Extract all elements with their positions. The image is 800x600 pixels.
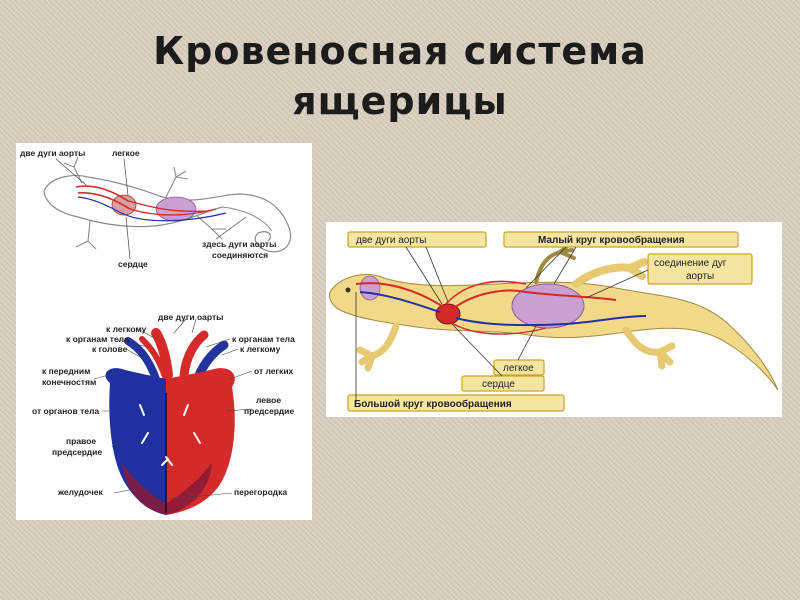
left-diagram-panel: две дуги аорты легкое сердце здесь дуги …	[16, 143, 312, 520]
label-to-body-organs-right: к органам тела	[232, 334, 295, 344]
label-heart-small: сердце	[118, 259, 148, 269]
label-arches-join-2: соединяются	[212, 250, 268, 260]
label-lung-top: легкое	[112, 148, 140, 158]
label-pulmonary-circuit: Малый круг кровообращения	[538, 234, 685, 246]
label-right-atrium-2: предсердие	[52, 447, 102, 457]
label-ventricle: желудочек	[57, 487, 103, 497]
label-left-atrium-1: левое	[256, 395, 281, 405]
label-systemic-circuit: Большой круг кровообращения	[354, 398, 512, 410]
title-line-1: Кровеносная система	[153, 29, 647, 73]
label-two-aortic-arches-top: две дуги аорты	[20, 148, 85, 158]
heart-right-side	[105, 368, 166, 515]
label-from-lungs: от легких	[254, 366, 294, 376]
label-to-forelimbs-1: к передним	[42, 366, 90, 376]
small-lizard-illustration	[43, 156, 292, 253]
label-box-two-aortic-arches: две дуги аорты	[347, 231, 487, 248]
label-from-body-organs: от органов тела	[32, 406, 99, 416]
label-to-lung-right: к легкому	[240, 344, 281, 354]
label-box-lung: легкое	[493, 359, 545, 376]
lizard-heart	[435, 303, 461, 325]
label-lung: легкое	[503, 363, 534, 374]
label-septum: перегородка	[234, 487, 287, 497]
label-two-aortic-arches-heart: две дуги оарты	[158, 312, 223, 322]
slide-title: Кровеносная система ящерицы	[0, 26, 800, 126]
label-to-lung-left: к легкому	[106, 324, 147, 334]
label-box-pulmonary-circuit: Малый круг кровообращения	[503, 231, 739, 248]
label-box-systemic-circuit: Большой круг кровообращения	[347, 394, 565, 412]
right-diagram-panel: две дуги аорты Малый круг кровообращения…	[326, 222, 782, 417]
label-to-forelimbs-2: конечностям	[42, 377, 96, 387]
label-two-aortic-arches: две дуги аорты	[356, 235, 426, 246]
label-right-atrium-1: правое	[66, 436, 96, 446]
label-box-arch-junction: соединение дуг аорты	[647, 253, 753, 285]
label-to-body-organs-left: к органам тела	[66, 334, 129, 344]
heart-diagram	[105, 328, 235, 515]
label-left-atrium-2: предсердие	[244, 406, 294, 416]
label-box-heart: сердце	[461, 375, 545, 392]
label-to-head: к голове	[92, 344, 128, 354]
title-line-2: ящерицы	[292, 79, 508, 123]
right-diagram-svg: две дуги аорты Малый круг кровообращения…	[329, 231, 779, 412]
label-arches-join-1: здесь дуги аорты	[202, 239, 276, 249]
left-diagram-svg: две дуги аорты легкое сердце здесь дуги …	[20, 148, 295, 515]
label-heart: сердце	[482, 379, 515, 390]
label-arch-junction-1: соединение дуг	[654, 258, 727, 269]
heart-left-side	[166, 368, 235, 515]
label-arch-junction-2: аорты	[686, 271, 714, 282]
